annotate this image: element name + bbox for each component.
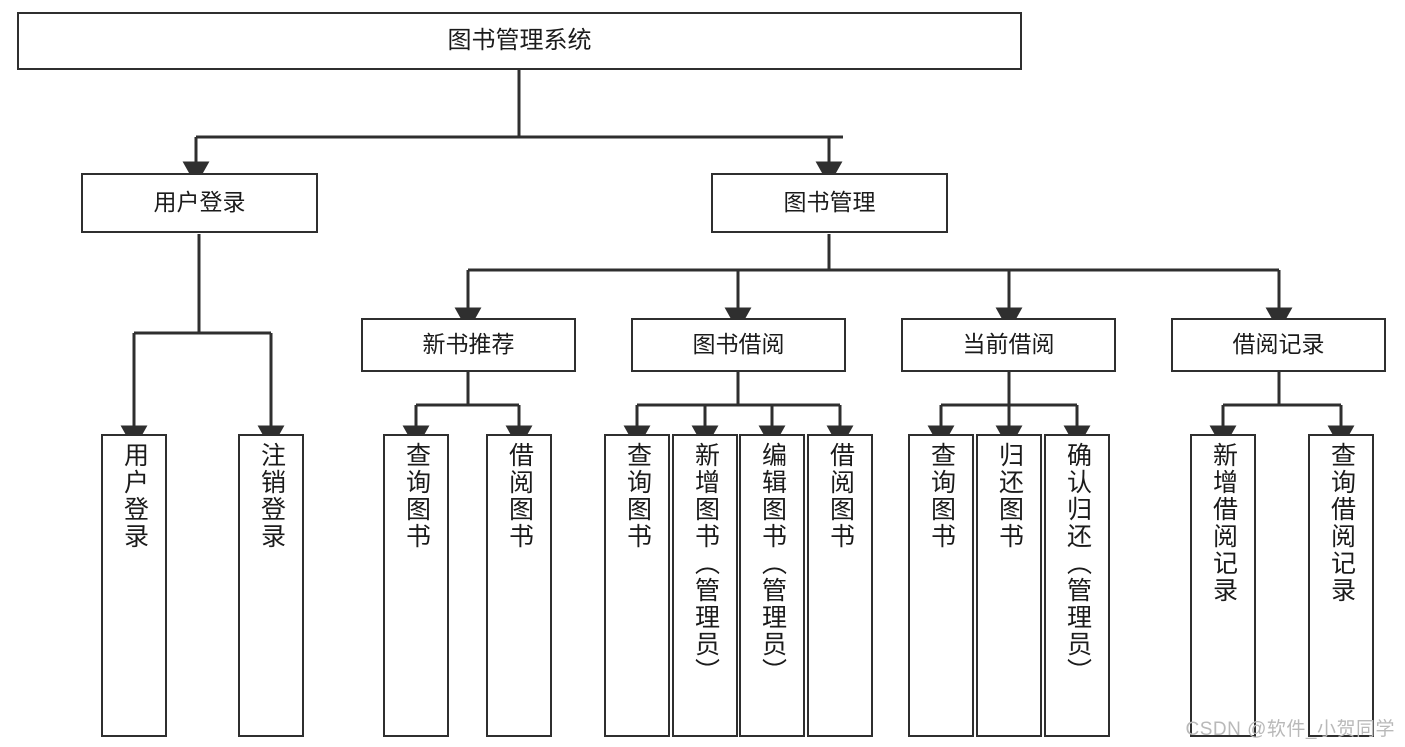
node-user-login[interactable]: 用户登录 <box>81 173 318 233</box>
node-book-management-system[interactable]: 图书管理系统 <box>17 12 1022 70</box>
node-label: 借阅图书 <box>826 442 855 550</box>
node-label: 查询图书 <box>623 442 652 550</box>
node-label: 图书管理系统 <box>447 26 592 54</box>
node-leaf-query-book-borrow[interactable]: 查询图书 <box>604 434 670 737</box>
node-leaf-query-book-current[interactable]: 查询图书 <box>908 434 974 737</box>
node-label: 新书推荐 <box>422 331 515 358</box>
node-label: 图书借阅 <box>692 331 785 358</box>
node-label: 当前借阅 <box>962 331 1055 358</box>
node-leaf-query-book-recommend[interactable]: 查询图书 <box>383 434 449 737</box>
node-leaf-logout-login[interactable]: 注销登录 <box>238 434 304 737</box>
node-leaf-user-login[interactable]: 用户登录 <box>101 434 167 737</box>
node-leaf-return-book[interactable]: 归还图书 <box>976 434 1042 737</box>
node-book-borrow[interactable]: 图书借阅 <box>631 318 846 372</box>
node-new-book-recommend[interactable]: 新书推荐 <box>361 318 576 372</box>
node-label: 用户登录 <box>120 442 149 550</box>
node-label: 图书管理 <box>783 189 876 216</box>
node-leaf-confirm-return-admin[interactable]: 确认归还（管理员） <box>1044 434 1110 737</box>
node-leaf-edit-book-admin[interactable]: 编辑图书（管理员） <box>739 434 805 737</box>
node-label: 注销登录 <box>257 442 286 550</box>
node-label: 查询借阅记录 <box>1327 442 1356 604</box>
node-label: 查询图书 <box>927 442 956 550</box>
node-leaf-borrow-book-borrow[interactable]: 借阅图书 <box>807 434 873 737</box>
node-leaf-add-borrow-record[interactable]: 新增借阅记录 <box>1190 434 1256 737</box>
node-label: 确认归还（管理员） <box>1063 442 1092 685</box>
node-leaf-borrow-book-recommend[interactable]: 借阅图书 <box>486 434 552 737</box>
node-current-borrow[interactable]: 当前借阅 <box>901 318 1116 372</box>
node-leaf-query-borrow-record[interactable]: 查询借阅记录 <box>1308 434 1374 737</box>
node-borrow-record[interactable]: 借阅记录 <box>1171 318 1386 372</box>
node-label: 归还图书 <box>995 442 1024 550</box>
node-label: 查询图书 <box>402 442 431 550</box>
node-book-management[interactable]: 图书管理 <box>711 173 948 233</box>
node-label: 借阅记录 <box>1232 331 1325 358</box>
node-label: 编辑图书（管理员） <box>758 442 787 685</box>
node-label: 用户登录 <box>153 189 246 216</box>
node-label: 借阅图书 <box>505 442 534 550</box>
node-label: 新增图书（管理员） <box>691 442 720 685</box>
node-label: 新增借阅记录 <box>1209 442 1238 604</box>
node-leaf-add-book-admin[interactable]: 新增图书（管理员） <box>672 434 738 737</box>
